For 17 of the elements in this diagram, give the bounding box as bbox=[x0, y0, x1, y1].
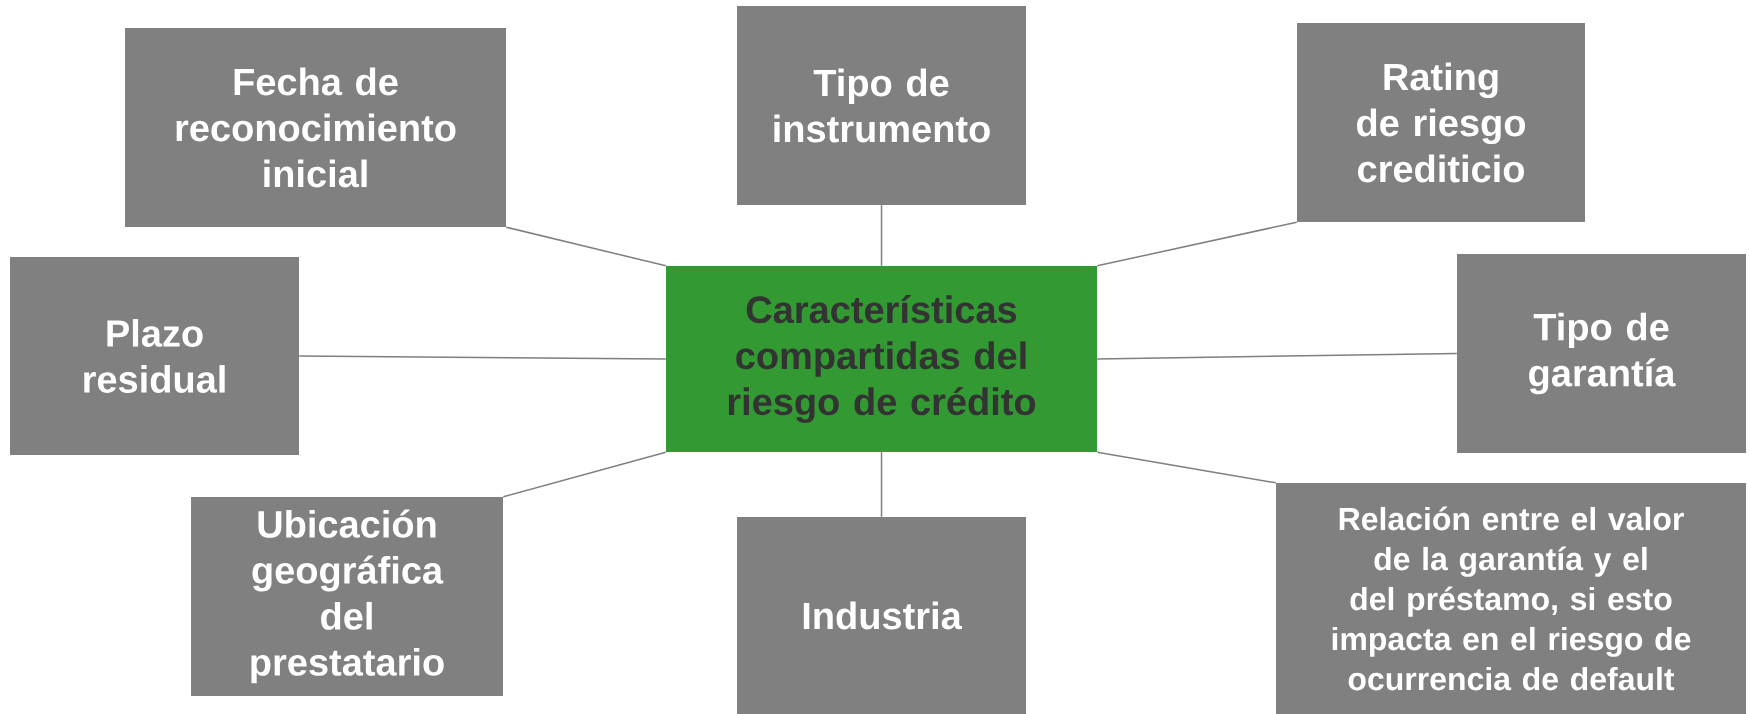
connector-line bbox=[1096, 451, 1277, 484]
connector-line bbox=[298, 355, 667, 360]
category-box: Industria bbox=[737, 517, 1026, 714]
connector-line bbox=[1096, 352, 1458, 360]
category-box: Plazo residual bbox=[10, 257, 299, 455]
category-box: Fecha de reconocimiento inicial bbox=[125, 28, 506, 227]
connector-line bbox=[1096, 221, 1298, 267]
connector-line bbox=[880, 204, 883, 267]
category-box: Ubicación geográfica del prestatario bbox=[191, 497, 503, 696]
category-box: Relación entre el valor de la garantía y el del préstamo, si esto impacta en el riesgo de ocurrencia de default bbox=[1276, 483, 1746, 714]
category-box: Tipo de garantía bbox=[1457, 254, 1746, 453]
central-box: Características compartidas del riesgo de crédito bbox=[666, 266, 1097, 452]
category-box: Tipo de instrumento bbox=[737, 6, 1026, 205]
category-box: Rating de riesgo crediticio bbox=[1297, 23, 1585, 222]
connector-line bbox=[505, 226, 667, 267]
connector-line bbox=[880, 451, 883, 518]
connector-line bbox=[502, 451, 667, 498]
